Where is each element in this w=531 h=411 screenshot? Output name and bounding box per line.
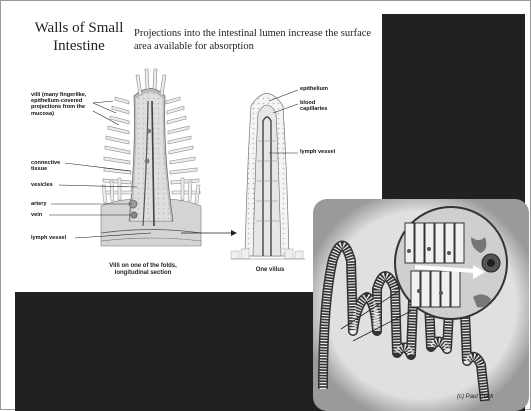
label-lymph-vessel-left: lymph vessel [31, 235, 81, 241]
label-epithelium: epithelium [300, 86, 344, 92]
image-credit: (c) Paul Clark [457, 394, 493, 400]
caption-villi-fold: Villi on one of the folds, longitudinal … [97, 263, 189, 277]
label-vesicles: vesicles [31, 182, 71, 188]
label-vein: vein [31, 212, 71, 218]
label-connective-tissue: connective tissue [31, 160, 71, 172]
caption-one-villus: One villus [237, 267, 303, 274]
label-artery: artery [31, 201, 71, 207]
villi-fold-illustration [101, 69, 201, 246]
single-villus-illustration [231, 94, 305, 260]
label-villi: villi (many fingerlike, epithelium-cover… [31, 92, 89, 117]
label-blood-capillaries: blood capillaries [300, 100, 340, 112]
label-lymph-vessel-right: lymph vessel [300, 149, 340, 155]
intestinal-wall-inset [313, 199, 529, 411]
